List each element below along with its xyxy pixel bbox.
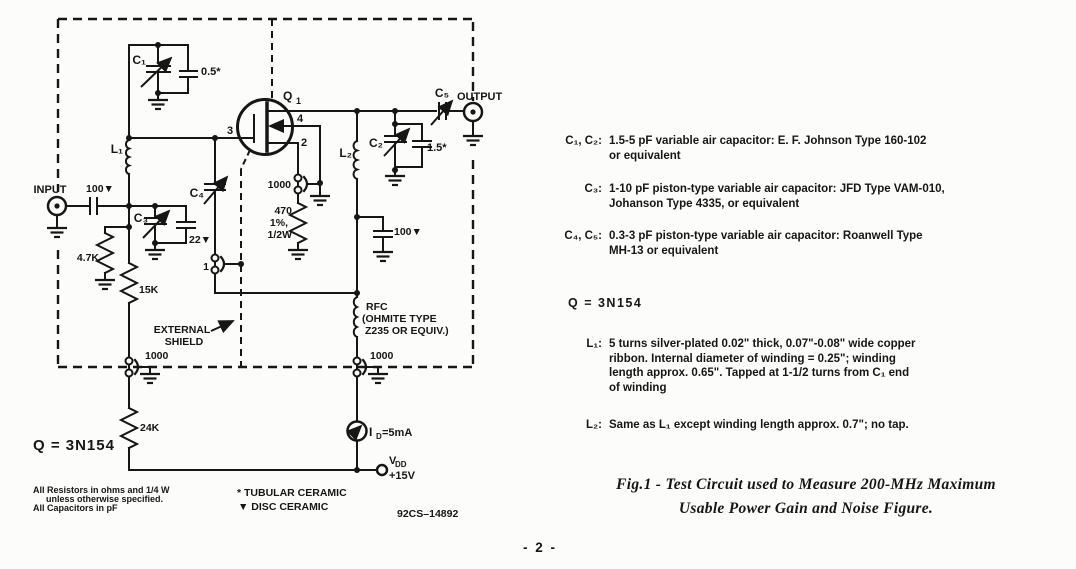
spec-l1-text-line3: length approx. 0.65". Tapped at 1-1/2 tu… xyxy=(609,367,910,380)
meter-label-value: =5mA xyxy=(382,427,412,439)
spec-c4-c5: C₄, C₅: 0.3-3 pF piston-type variable ai… xyxy=(540,229,1039,258)
test-circuit-schematic: INPUT OUTPUT C₁ 0.5* C₂ 1.5* C₃ 22▼ C₄ 1… xyxy=(33,17,503,520)
c1-label: C₁ xyxy=(132,53,146,67)
input-connector xyxy=(46,195,68,217)
spec-l1: L₁: 5 turns silver-plated 0.02" thick, 0… xyxy=(540,337,1039,395)
q1-label: Q xyxy=(283,89,292,103)
spec-q: Q = 3N154 xyxy=(568,296,643,310)
pin-4-label: 4 xyxy=(297,113,304,125)
c3-fixed-value: 22▼ xyxy=(189,234,211,246)
spec-c4-c5-text-line2: MH-13 or equivalent xyxy=(609,244,719,257)
resistor-470-tolerance: 1%, xyxy=(270,217,288,229)
resistor-15k-value: 15K xyxy=(139,284,159,296)
rfc-type-line2: Z235 OR EQUIV.) xyxy=(365,325,449,337)
spec-c3-label: C₃: xyxy=(584,183,602,195)
spec-l1-label: L₁: xyxy=(586,338,602,350)
resistor-470-wattage: 1/2W xyxy=(267,229,292,241)
c4-feedthrough-value: 1 xyxy=(203,261,209,273)
input-label: INPUT xyxy=(34,184,67,196)
figure-caption-line2: Usable Power Gain and Noise Figure. xyxy=(678,500,934,517)
external-shield-label-line1: EXTERNAL xyxy=(154,324,211,336)
q1-label-sub: 1 xyxy=(296,96,301,106)
output-connector xyxy=(462,101,484,123)
figure-caption-line1: Fig.1 - Test Circuit used to Measure 200… xyxy=(616,476,996,493)
spec-c3: C₃: 1-10 pF piston-type variable air cap… xyxy=(540,182,1039,211)
resistor-24k-value: 24K xyxy=(140,422,160,434)
vdd-label-sub: DD xyxy=(395,460,407,469)
spec-c1-c2-label: C₁, C₂: xyxy=(565,135,602,147)
c5-label: C₅ xyxy=(435,86,449,100)
spec-c4-c5-text-line1: 0.3-3 pF piston-type variable air capaci… xyxy=(609,230,923,242)
resistor-note-line1: All Resistors in ohms and 1/4 W xyxy=(33,485,170,495)
page-number: - 2 - xyxy=(522,540,557,555)
c2-fixed-value: 1.5* xyxy=(427,142,447,154)
pin-3-label: 3 xyxy=(227,125,233,137)
bias-feedthrough-value: 1000 xyxy=(145,350,169,362)
spec-c1-c2-text-line2: or equivalent xyxy=(609,149,681,162)
drain-cap-value: 100▼ xyxy=(394,226,422,238)
c4-label: C₄ xyxy=(190,186,205,200)
circuit-wires xyxy=(56,44,474,471)
tubular-ceramic-note: * TUBULAR CERAMIC xyxy=(237,487,347,499)
feedthrough-capacitors xyxy=(124,173,362,378)
l2-label: L₂ xyxy=(339,146,352,160)
drain-current-meter xyxy=(346,420,368,442)
c1-fixed-value: 0.5* xyxy=(201,66,221,78)
rfc-label: RFC xyxy=(366,301,388,313)
spec-l2-text-line1: Same as L₁ except winding length approx.… xyxy=(609,419,909,431)
disc-ceramic-note: ▼ DISC CERAMIC xyxy=(238,501,329,513)
meter-label-sub: D xyxy=(376,432,382,441)
spec-l2-label: L₂: xyxy=(586,419,602,431)
resistor-4-7k-value: 4.7K xyxy=(77,252,100,264)
c3-label: C₃ xyxy=(134,211,148,225)
resistor-470-value: 470 xyxy=(274,205,292,217)
variable-arrows xyxy=(140,56,454,334)
junction-dots xyxy=(126,42,398,473)
external-shield-label-line2: SHIELD xyxy=(165,336,204,348)
resistor-note-line2: unless otherwise specified. xyxy=(46,494,163,504)
l1-label: L₁ xyxy=(111,142,123,156)
spec-l1-text-line2: ribbon. Internal diameter of winding = 0… xyxy=(609,352,896,365)
spec-l1-text-line4: of winding xyxy=(609,381,667,394)
capacitor-note: All Capacitors in pF xyxy=(33,503,118,513)
spec-c1-c2-text-line1: 1.5-5 pF variable air capacitor: E. F. J… xyxy=(609,135,927,147)
drawing-code: 92CS–14892 xyxy=(397,508,458,520)
shield-enclosure-outline xyxy=(56,17,475,369)
rfc-type-line1: (OHMITE TYPE xyxy=(362,313,437,325)
spec-c3-text-line2: Johanson Type 4335, or equivalent xyxy=(609,197,800,210)
spec-l2: L₂: Same as L₁ except winding length app… xyxy=(540,418,1039,433)
meter-label-i: I xyxy=(369,425,372,439)
q-equals-note: Q = 3N154 xyxy=(33,437,115,454)
rfc-feedthrough-value: 1000 xyxy=(370,350,394,362)
source-feedthrough-value: 1000 xyxy=(268,179,292,191)
external-shield-line xyxy=(240,19,273,367)
input-cap-value: 100▼ xyxy=(86,183,114,195)
vdd-voltage: +15V xyxy=(389,470,416,482)
spec-c4-c5-label: C₄, C₅: xyxy=(564,230,602,242)
output-label: OUTPUT xyxy=(457,91,503,103)
spec-l1-text-line1: 5 turns silver-plated 0.02" thick, 0.07"… xyxy=(609,338,916,350)
figure-caption: Fig.1 - Test Circuit used to Measure 200… xyxy=(556,473,1056,521)
c2-label: C₂ xyxy=(369,136,383,150)
spec-c3-text-line1: 1-10 pF piston-type variable air capacit… xyxy=(609,183,945,195)
vdd-label-v: V xyxy=(389,455,397,467)
vdd-terminal xyxy=(375,463,389,477)
pin-2-label: 2 xyxy=(301,137,307,149)
q1-mosfet xyxy=(236,98,294,156)
spec-c1-c2: C₁, C₂: 1.5-5 pF variable air capacitor:… xyxy=(540,134,1039,163)
